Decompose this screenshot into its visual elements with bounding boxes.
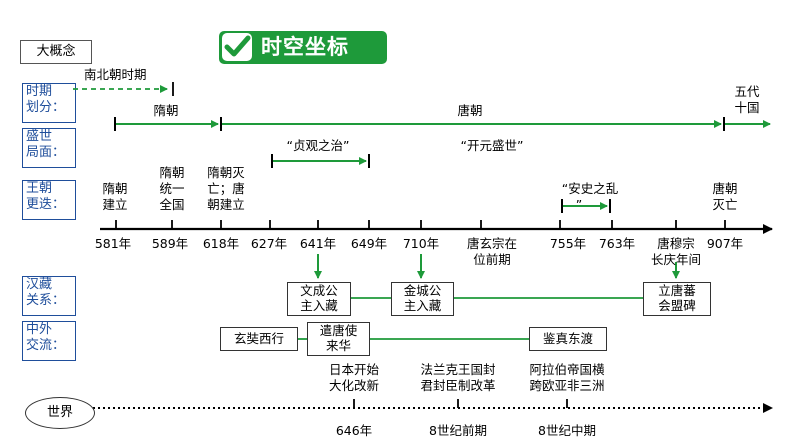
world-date: 8世纪中期	[538, 423, 596, 438]
year-label: 755年	[549, 236, 587, 251]
event-tang-fall: 唐朝灭亡	[712, 181, 738, 212]
row-label-dynasty: 王朝更迭：	[26, 181, 66, 212]
world-event-arab: 阿拉伯帝国横跨欧亚非三洲	[529, 362, 605, 393]
row-label-box-dynasty	[22, 180, 76, 220]
row-label-period: 时期划分：	[26, 84, 66, 115]
event-sui-unify: 隋朝统一全国	[159, 165, 185, 212]
box-jincheng: 金城公主入藏	[391, 282, 454, 316]
year-label: 589年	[151, 236, 189, 251]
row-label-box-prosperity	[22, 128, 76, 168]
row-label-box-period	[22, 83, 76, 123]
year-label: 618年	[202, 236, 240, 251]
row-label-prosperity: 盛世局面：	[26, 129, 66, 160]
prosperity-kaiyuan: “开元盛世”	[460, 138, 524, 153]
main-timeline-ticks	[115, 220, 726, 229]
year-label: 763年	[598, 236, 636, 251]
big-concept-box: 大概念	[20, 40, 92, 64]
row-label-foreign: 中外交流：	[26, 322, 66, 353]
box-xuanzang: 玄奘西行	[220, 327, 298, 351]
year-label: 710年	[402, 236, 440, 251]
year-label: 627年	[250, 236, 288, 251]
period-wudai: 五代十国	[734, 84, 760, 115]
year-label: 907年	[706, 236, 744, 251]
period-sui: 隋朝	[153, 103, 179, 118]
row-label-box-han-tibet	[22, 276, 76, 316]
world-event-taika: 日本开始大化改新	[328, 362, 380, 393]
section-title: 时空坐标	[219, 31, 387, 64]
world-label: 世界	[25, 397, 95, 429]
event-sui-fall: 隋朝灭亡；唐朝建立	[207, 165, 245, 212]
box-jianzhen: 鉴真东渡	[529, 327, 607, 351]
world-date: 8世纪前期	[429, 423, 487, 438]
year-label: 649年	[350, 236, 388, 251]
world-event-frank: 法兰克王国封君封臣制改革	[420, 362, 496, 393]
box-qiantang: 遣唐使来华	[307, 322, 370, 356]
year-label: 581年	[94, 236, 132, 251]
title-text: 时空坐标	[261, 35, 349, 59]
year-label: 641年	[299, 236, 337, 251]
checkmark-icon	[222, 33, 252, 61]
row-label-box-foreign	[22, 321, 76, 361]
event-sui-founded: 隋朝建立	[102, 181, 128, 212]
period-tang: 唐朝	[457, 103, 483, 118]
prosperity-zhenguan: “贞观之治”	[286, 138, 350, 153]
period-nanbeichao: 南北朝时期	[84, 67, 147, 82]
label-xuanzong: 唐玄宗在位前期	[466, 236, 518, 267]
label-muzong: 唐穆宗长庆年间	[650, 236, 702, 267]
world-date: 646年	[335, 423, 373, 438]
world-timeline-ticks	[353, 399, 568, 408]
box-wencheng: 文成公主入藏	[287, 282, 351, 316]
row-label-han-tibet: 汉藏关系：	[26, 277, 66, 308]
box-lijian: 立唐蕃会盟碑	[643, 282, 711, 316]
event-anshi: “安史之乱”	[561, 181, 619, 212]
